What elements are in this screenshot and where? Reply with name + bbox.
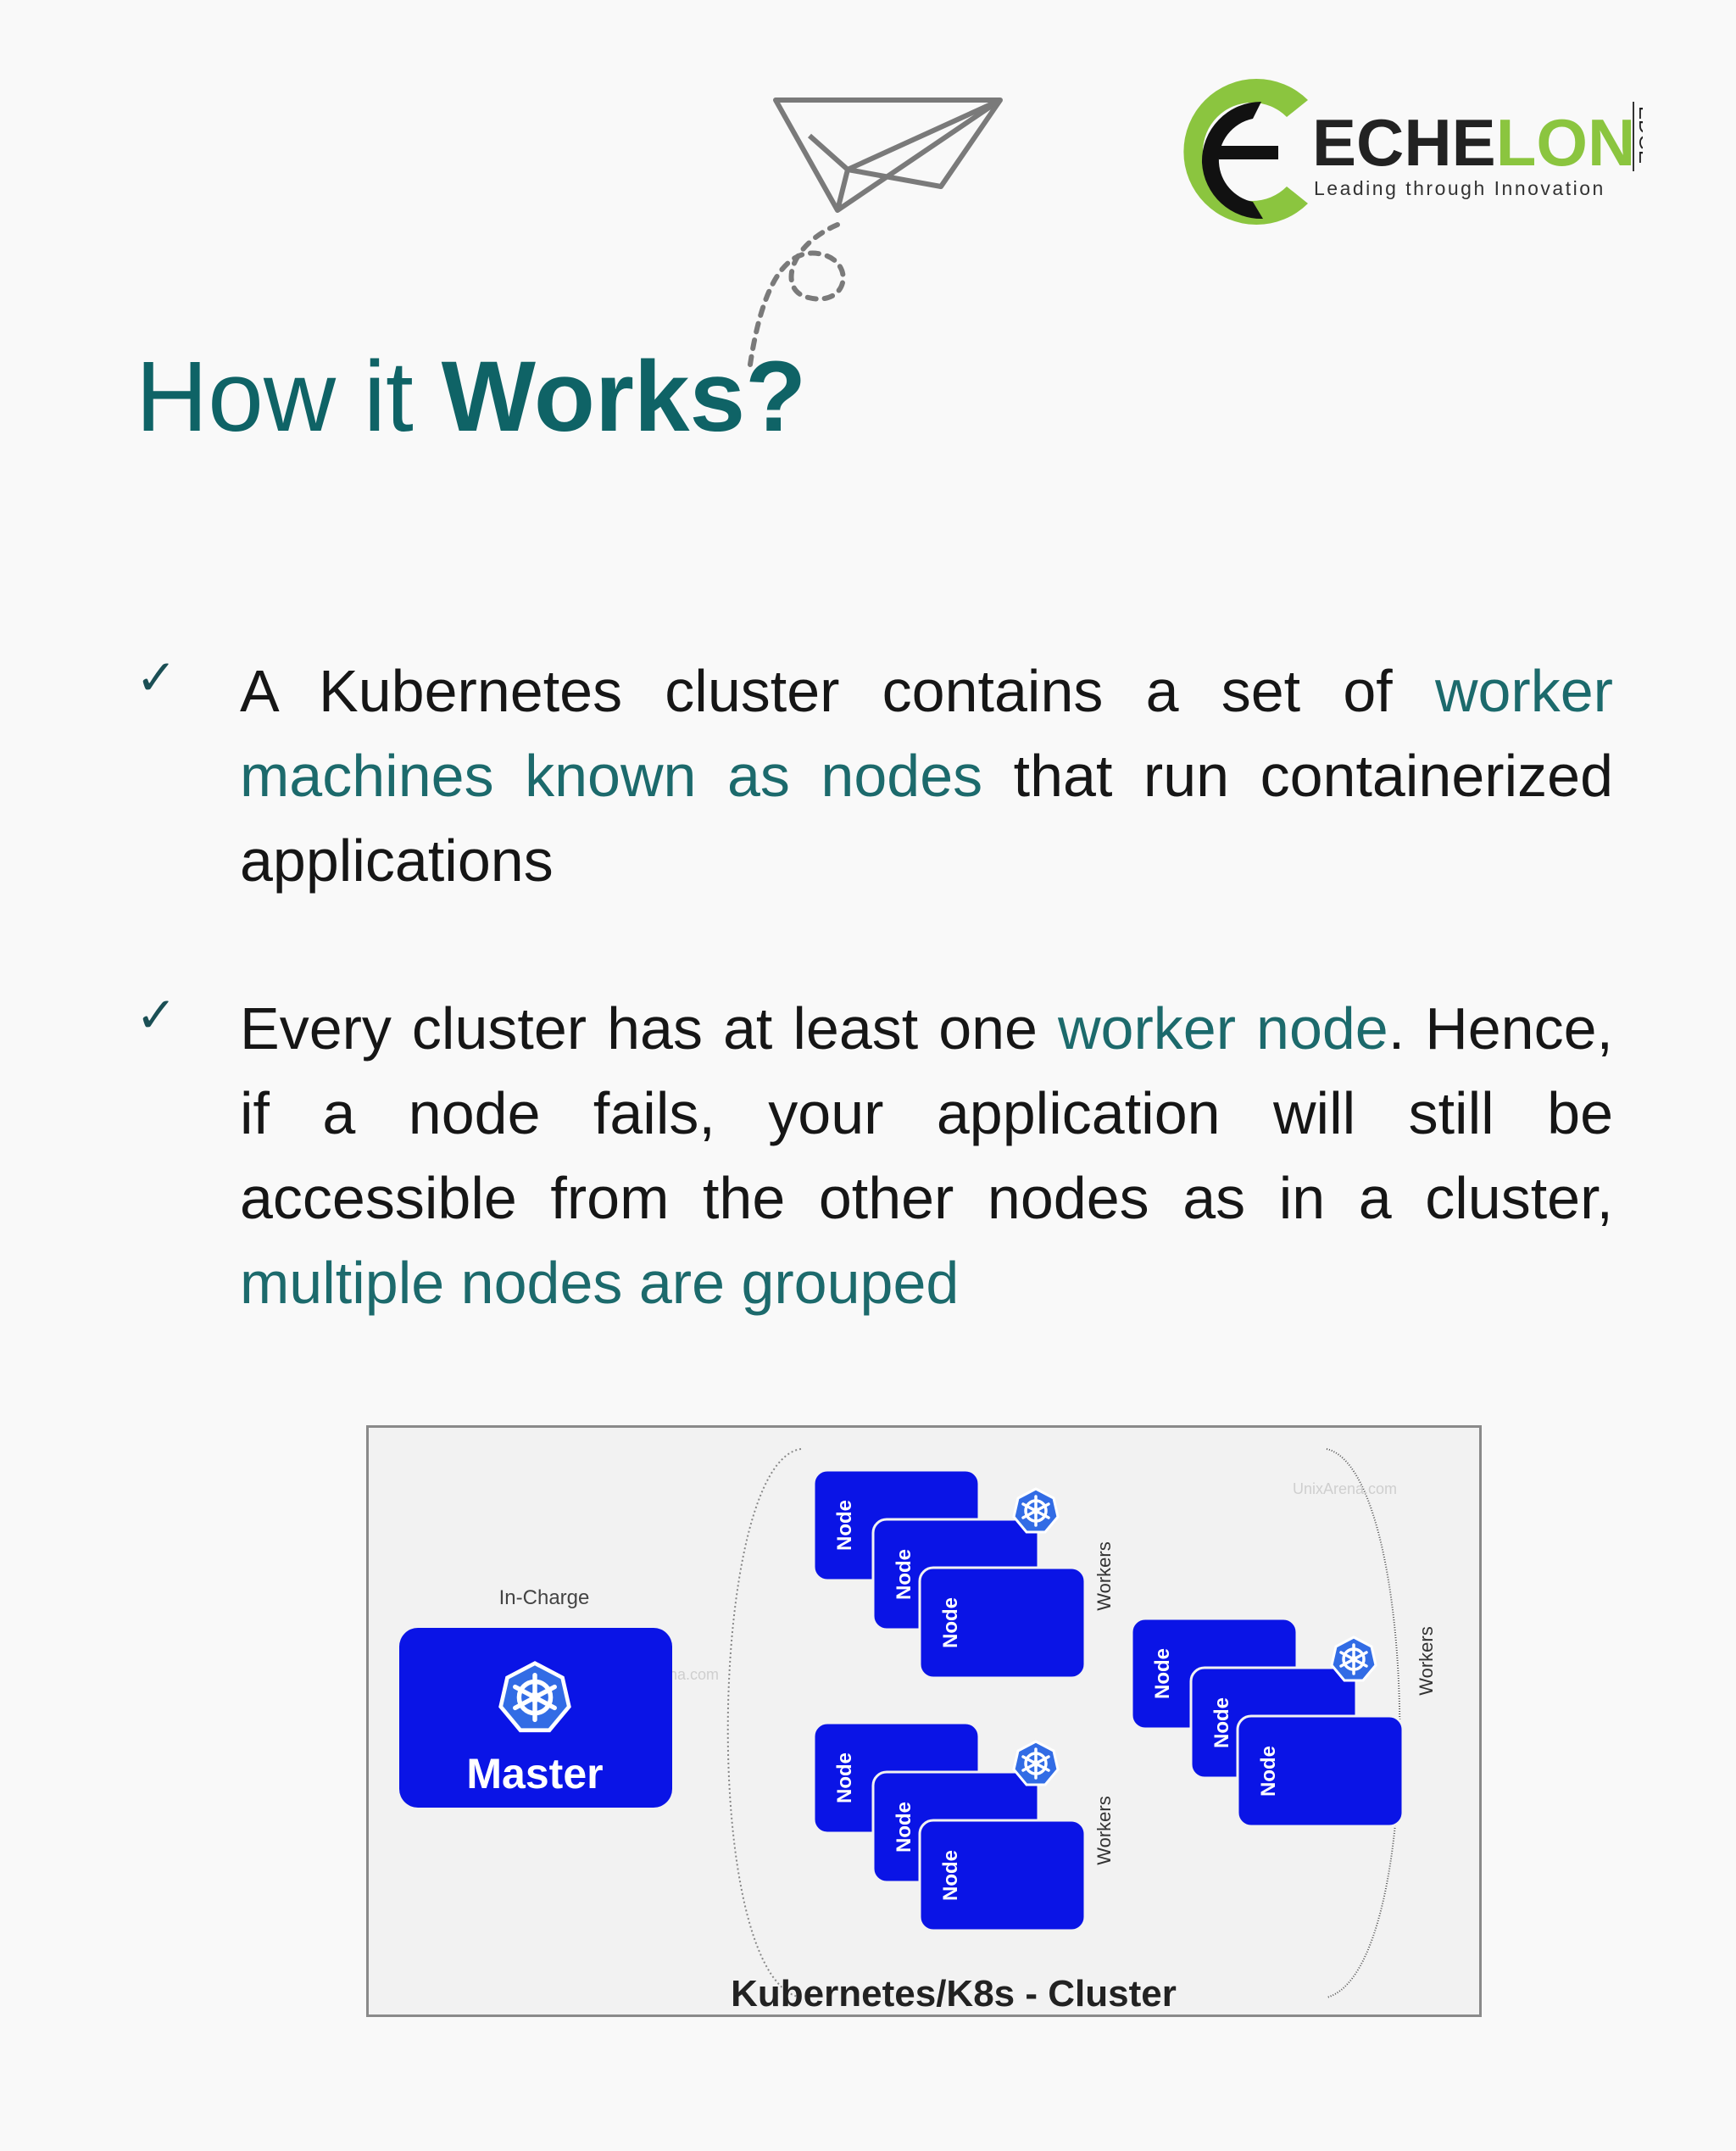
logo-swoosh-black: [1201, 101, 1263, 220]
node-label: Node: [893, 1549, 915, 1600]
workers-right-arc: [1326, 1448, 1401, 1998]
bullet-1-highlight: worker machines known as nodes: [240, 658, 1613, 809]
worker-node-box: [1236, 1714, 1405, 1828]
bullet-2-highlight-1: worker node: [1057, 995, 1388, 1062]
node-label: Node: [1210, 1697, 1233, 1748]
bullet-2-highlight-2: multiple nodes are grouped: [240, 1250, 960, 1316]
paper-plane-icon: [748, 98, 1003, 367]
echelon-edge-logo: ECHELON Leading through Innovation EDGE: [1183, 79, 1643, 225]
check-icon: ✓: [136, 986, 177, 1044]
diagram-canvas: UnixArena.com UnixArena.com In-Charge Ma…: [399, 1448, 1437, 2014]
node-label: Node: [1151, 1648, 1174, 1699]
node-label: Node: [833, 1500, 856, 1551]
bullet-1: A Kubernetes cluster contains a set of w…: [240, 658, 1613, 894]
logo-tagline: Leading through Innovation: [1314, 177, 1605, 199]
node-label: Node: [833, 1753, 856, 1803]
workers-label: Workers: [1416, 1626, 1437, 1696]
logo-brand-text: ECHELON: [1312, 105, 1635, 180]
worker-node-box: [918, 1819, 1087, 1932]
workers-left-arc: [726, 1448, 802, 1998]
logo-edge-text: EDGE: [1634, 106, 1643, 164]
k8s-cluster-diagram: UnixArena.com UnixArena.com In-Charge Ma…: [366, 1425, 1482, 2017]
node-label: Node: [939, 1850, 962, 1901]
watermark: UnixArena.com: [1293, 1480, 1397, 1497]
workers-label: Workers: [1093, 1541, 1115, 1611]
k8s-wheel-icon: [1012, 1487, 1060, 1534]
bullet-2: Every cluster has at least one worker no…: [240, 995, 1613, 1316]
k8s-wheel-icon: [1330, 1636, 1377, 1682]
node-label: Node: [1257, 1746, 1280, 1797]
diagram-caption: Kubernetes/K8s - Cluster: [731, 1973, 1177, 2014]
node-label: Node: [939, 1597, 962, 1648]
k8s-wheel-icon: [1012, 1740, 1060, 1786]
worker-node-box: [918, 1566, 1087, 1680]
node-label: Node: [893, 1802, 915, 1853]
incharge-label: In-Charge: [499, 1586, 590, 1609]
master-label: Master: [466, 1750, 603, 1797]
title-bold: Works?: [441, 341, 807, 453]
page-title: How it Works?: [136, 337, 806, 458]
title-regular: How it: [136, 341, 442, 453]
workers-label: Workers: [1093, 1796, 1115, 1865]
check-icon: ✓: [136, 649, 177, 706]
